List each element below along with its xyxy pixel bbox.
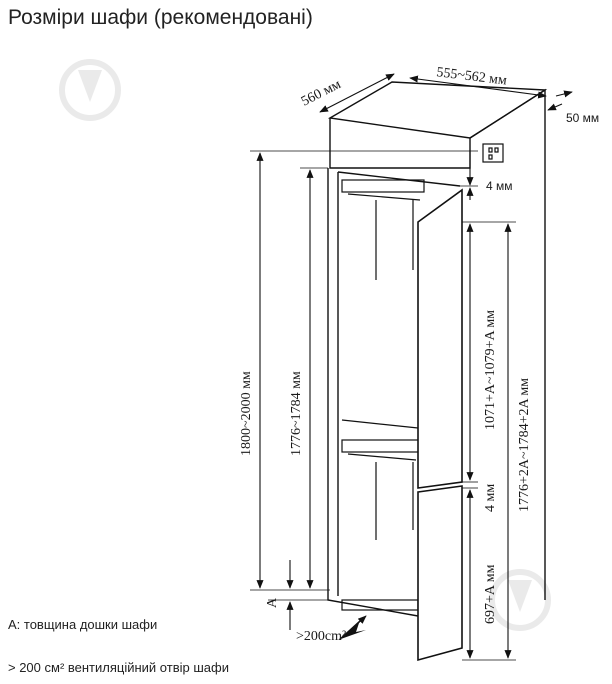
inner-height-label: 1776~1784 мм bbox=[289, 371, 304, 456]
back-gap-label: 50 мм bbox=[566, 111, 599, 125]
mid-gap-label: 4 мм bbox=[483, 484, 498, 512]
watermark-icon bbox=[59, 59, 121, 121]
lower-door-label: 697+A мм bbox=[483, 564, 498, 624]
watermark-icon bbox=[489, 569, 551, 631]
upper-door-label: 1071+A~1079+A мм bbox=[483, 310, 498, 430]
fridge-upper-door bbox=[417, 188, 463, 489]
note-board-thickness: A: товщина дошки шафи bbox=[8, 617, 158, 632]
extension-lines bbox=[250, 150, 516, 661]
top-gap-label: 4 мм bbox=[486, 179, 513, 193]
fridge-interior bbox=[341, 179, 425, 611]
board-thickness-label: A bbox=[265, 597, 280, 608]
total-door-label: 1776+2A~1784+2A мм bbox=[517, 378, 532, 512]
fridge-lower-door bbox=[417, 485, 463, 662]
vent-label: >200cm² bbox=[296, 629, 346, 644]
niche-height-label: 1800~2000 мм bbox=[239, 371, 254, 456]
note-ventilation: > 200 см² вентиляційний отвір шафи bbox=[8, 660, 229, 675]
vent-arrow-icon bbox=[338, 620, 366, 640]
page-title: Розміри шафи (рекомендовані) bbox=[8, 6, 313, 29]
power-socket-icon bbox=[482, 143, 504, 163]
depth-label: 560 мм bbox=[299, 77, 344, 110]
